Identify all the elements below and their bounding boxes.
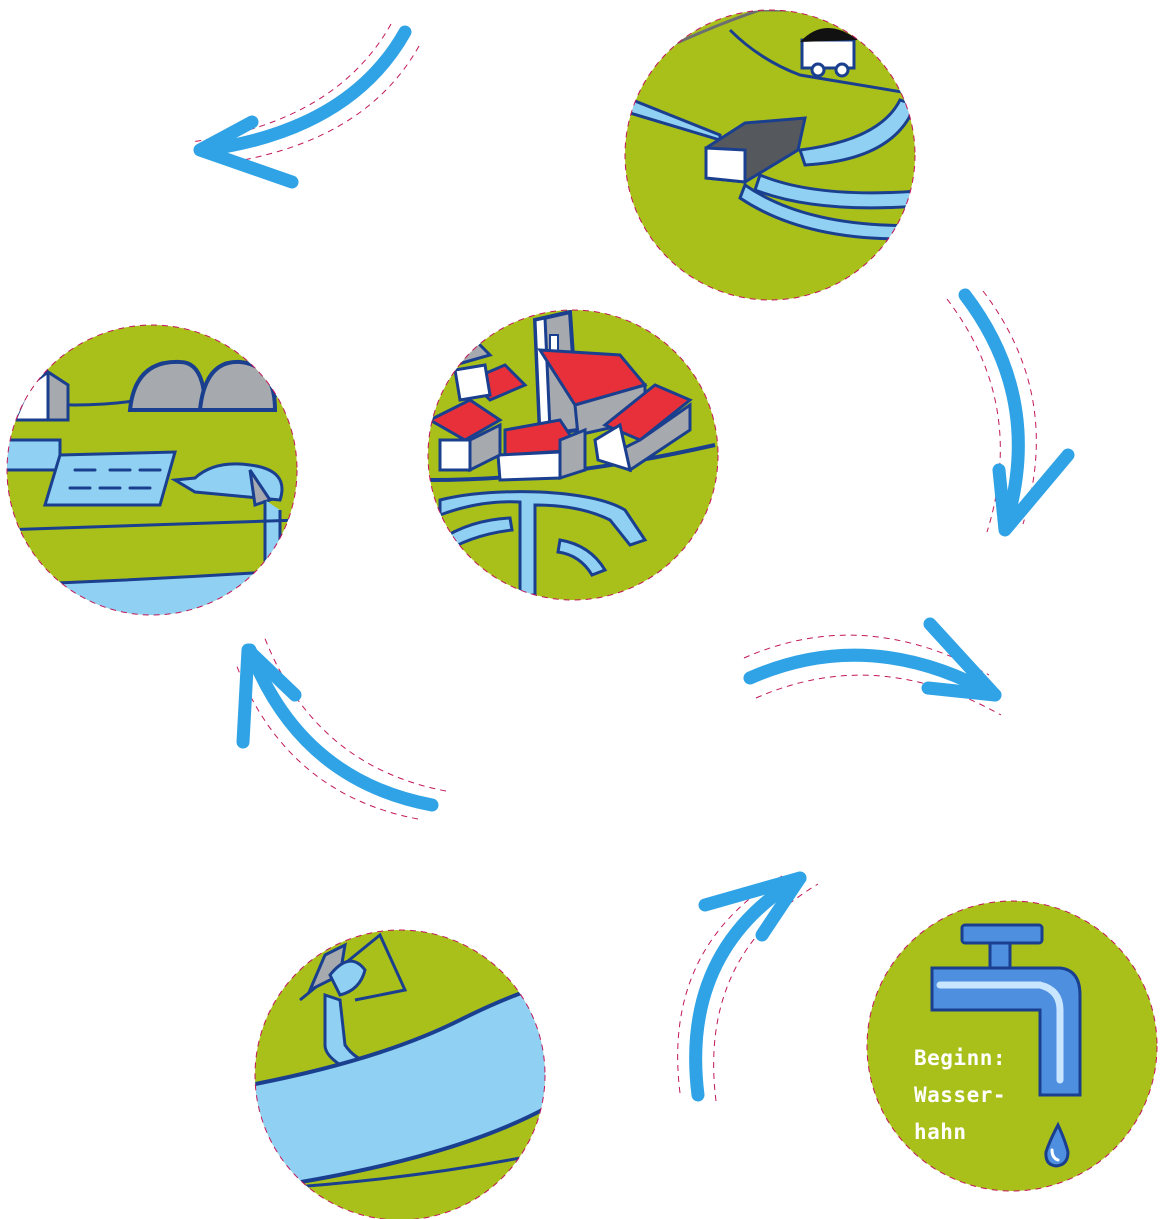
start-label: Beginn: Wasser- hahn — [914, 1040, 1054, 1151]
sewage-outlet-icon — [620, 10, 930, 300]
start-label-line-3: hahn — [914, 1114, 1054, 1151]
cycle-arrow-icon — [191, 24, 419, 182]
start-label-line-2: Wasser- — [914, 1077, 1054, 1114]
cycle-arrow-icon — [947, 291, 1068, 532]
cycle-arrow-icon — [678, 876, 818, 1101]
cycle-arrow-icon — [236, 636, 446, 819]
start-label-line-1: Beginn: — [914, 1040, 1054, 1077]
treatment-plant-icon — [0, 325, 300, 620]
cycle-arrow-icon — [744, 624, 1001, 715]
village-icon — [428, 310, 718, 600]
river-intake-icon — [250, 930, 560, 1219]
